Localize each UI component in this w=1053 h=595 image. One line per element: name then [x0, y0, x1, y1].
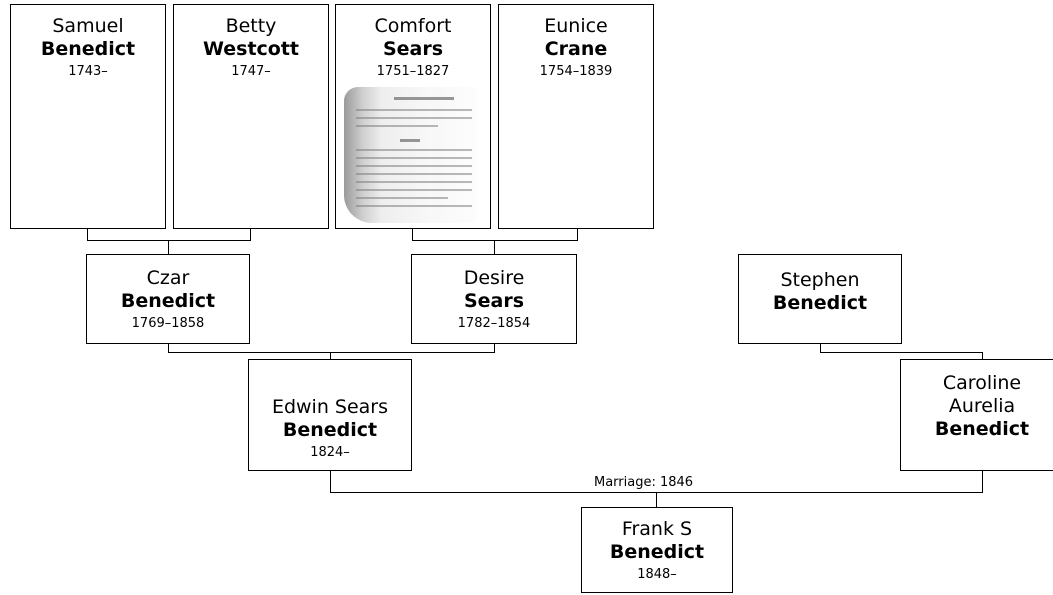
- surname: Benedict: [772, 292, 868, 314]
- document-thumbnail-image[interactable]: [344, 87, 478, 223]
- life-dates: 1848–: [637, 567, 677, 582]
- person-eunice-crane[interactable]: Eunice Crane 1754–1839: [498, 4, 654, 229]
- person-betty-westcott[interactable]: Betty Westcott 1747–: [173, 4, 329, 229]
- given-name: Czar: [146, 267, 190, 289]
- connector-czar-desire: [168, 344, 495, 353]
- person-comfort-sears[interactable]: Comfort Sears 1751–1827: [335, 4, 491, 229]
- person-stephen-benedict[interactable]: Stephen Benedict: [738, 254, 902, 344]
- given-name: Frank S: [621, 518, 693, 540]
- given-name: Edwin Sears: [271, 396, 389, 418]
- life-dates: 1769–1858: [131, 316, 205, 331]
- person-desire-sears[interactable]: Desire Sears 1782–1854: [411, 254, 577, 344]
- life-dates: 1743–: [68, 64, 108, 79]
- surname: Benedict: [40, 38, 136, 60]
- person-czar-benedict[interactable]: Czar Benedict 1769–1858: [86, 254, 250, 344]
- life-dates: 1782–1854: [457, 316, 531, 331]
- surname: Benedict: [120, 290, 216, 312]
- surname: Sears: [463, 290, 525, 312]
- life-dates: 1754–1839: [539, 64, 613, 79]
- connector-comfort-eunice: [412, 229, 578, 241]
- given-name: Eunice: [544, 15, 608, 37]
- person-caroline-aurelia-benedict[interactable]: Caroline Aurelia Benedict: [900, 359, 1053, 471]
- surname: Benedict: [609, 541, 705, 563]
- life-dates: 1751–1827: [376, 64, 450, 79]
- given-name: Betty: [225, 15, 277, 37]
- surname: Westcott: [202, 38, 300, 60]
- given-name: Samuel: [52, 15, 124, 37]
- life-dates: 1824–: [310, 445, 350, 460]
- given-name: Stephen: [780, 269, 860, 291]
- person-edwin-sears-benedict[interactable]: Edwin Sears Benedict 1824–: [248, 359, 412, 471]
- given-name: Caroline Aurelia: [942, 372, 1022, 417]
- life-dates: 1747–: [231, 64, 271, 79]
- marriage-label: Marriage: 1846: [592, 475, 696, 490]
- given-name: Desire: [463, 267, 525, 289]
- connector-samuel-betty: [87, 229, 251, 241]
- given-name: Comfort: [374, 15, 452, 37]
- person-frank-s-benedict[interactable]: Frank S Benedict 1848–: [581, 507, 733, 593]
- surname: Crane: [544, 38, 608, 60]
- connector-stephen: [820, 344, 983, 359]
- surname: Benedict: [934, 418, 1030, 440]
- surname: Benedict: [282, 419, 378, 441]
- surname: Sears: [382, 38, 444, 60]
- person-samuel-benedict[interactable]: Samuel Benedict 1743–: [10, 4, 166, 229]
